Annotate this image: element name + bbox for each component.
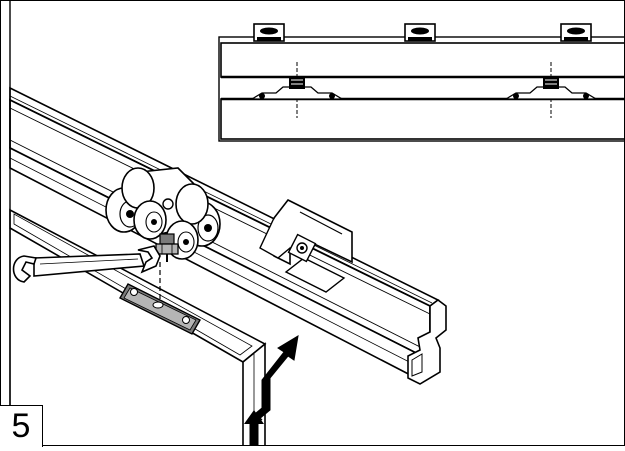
inset-trolley [249,62,345,118]
wrench-icon [12,245,161,283]
mounting-plate [119,283,201,335]
step-number-label: 5 [0,405,43,447]
inset-bracket [253,23,285,42]
inset-trolley [503,62,599,118]
mounting-bracket [259,198,353,293]
inset-bracket [560,23,592,42]
insertion-arrow [244,335,299,447]
trolley-wheel [133,200,167,240]
inset-upper-rail [220,42,625,78]
roller-trolley [105,167,221,300]
inset-detail [218,23,625,142]
trolley-wheel [175,183,209,225]
inset-bracket [404,23,436,42]
